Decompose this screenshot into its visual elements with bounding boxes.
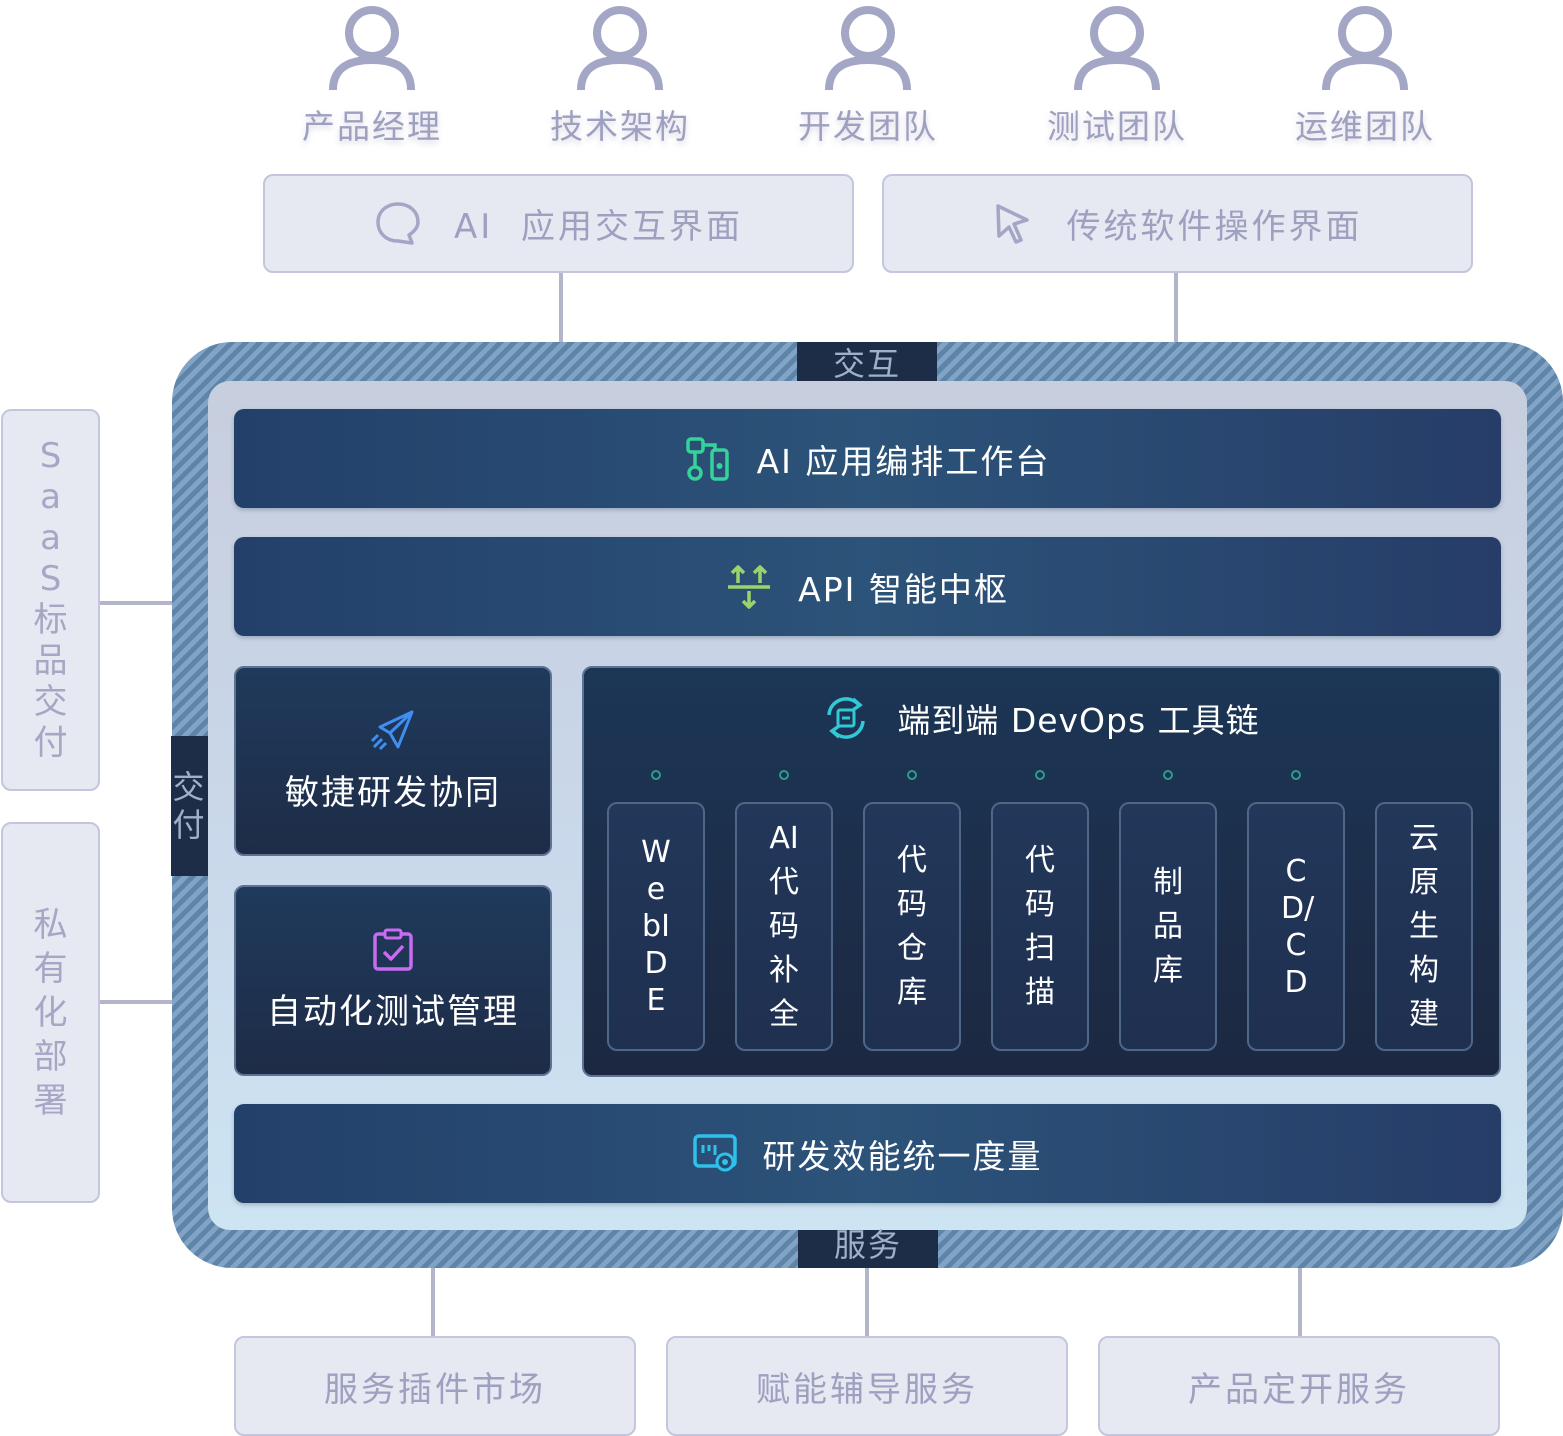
api-hub-arrows-icon — [728, 564, 771, 609]
dashboard-monitor-icon — [692, 1133, 737, 1171]
connector-line — [100, 1000, 172, 1004]
chat-bubble-icon — [376, 201, 420, 245]
service-plugin-market: 服务插件市场 — [234, 1336, 636, 1436]
card-label: 自动化测试管理 — [267, 992, 519, 1032]
tool-cloud-native-build: 云原生构建 — [1375, 802, 1473, 1051]
tool-label: WebIDE — [641, 835, 671, 1018]
traditional-interface-label: 传统软件操作界面 — [1066, 207, 1363, 247]
devops-title-label: 端到端 DevOps 工具链 — [897, 701, 1260, 740]
role-test-team: 测试团队 — [1027, 0, 1207, 150]
layer-api-hub: API 智能中枢 — [234, 537, 1501, 636]
role-product-manager: 产品经理 — [282, 0, 462, 150]
workflow-nodes-icon — [685, 436, 729, 481]
layer-efficiency-metrics: 研发效能统一度量 — [234, 1104, 1501, 1203]
tool-label: 云原生构建 — [1409, 820, 1439, 1032]
connector-line — [1174, 273, 1178, 343]
tool-code-repository: 代码仓库 — [863, 802, 961, 1051]
card-agile-collaboration: 敏捷研发协同 — [234, 666, 552, 856]
tool-label: CD/CD — [1281, 853, 1315, 1000]
tool-label: AI代码补全 — [769, 820, 799, 1032]
layer-ai-orchestration: AI 应用编排工作台 — [234, 409, 1501, 508]
layer-label: API 智能中枢 — [798, 569, 1009, 609]
tool-label: 代码扫描 — [1025, 842, 1055, 1010]
role-dev-team: 开发团队 — [778, 0, 958, 150]
private-deploy-box: 私有化部署 — [1, 822, 100, 1203]
tool-cicd: CD/CD — [1247, 802, 1345, 1051]
role-label: 开发团队 — [798, 107, 938, 146]
status-dot — [651, 770, 661, 780]
ai-interface-box: AI 应用交互界面 — [263, 174, 854, 273]
ai-interface-label: AI 应用交互界面 — [454, 207, 743, 247]
tag-interaction: 交互 — [797, 342, 937, 383]
card-automated-testing: 自动化测试管理 — [234, 885, 552, 1076]
status-dot — [1035, 770, 1045, 780]
connector-line — [431, 1268, 435, 1336]
private-deploy-label: 私有化部署 — [33, 904, 68, 1121]
traditional-interface-box: 传统软件操作界面 — [882, 174, 1473, 273]
tool-label: 制品库 — [1153, 864, 1183, 988]
person-icon — [329, 6, 415, 91]
tag-delivery: 交付 — [171, 736, 208, 876]
sync-cycle-icon — [827, 697, 866, 739]
saas-delivery-box: SaaS标品交付 — [1, 409, 100, 791]
role-label: 技术架构 — [550, 107, 690, 146]
person-icon — [1074, 6, 1160, 91]
connector-line — [100, 601, 172, 605]
person-icon — [1322, 6, 1408, 91]
connector-line — [865, 1268, 869, 1336]
role-label: 产品经理 — [302, 107, 442, 146]
tool-ai-code-completion: AI代码补全 — [735, 802, 833, 1051]
devops-title: 端到端 DevOps 工具链 — [584, 696, 1499, 740]
connector-line — [1298, 1268, 1302, 1336]
clipboard-check-icon — [373, 928, 413, 971]
tool-webide: WebIDE — [607, 802, 705, 1051]
tool-code-scanning: 代码扫描 — [991, 802, 1089, 1051]
layer-label: AI 应用编排工作台 — [756, 441, 1051, 481]
role-ops-team: 运维团队 — [1275, 0, 1455, 150]
service-custom-development: 产品定开服务 — [1098, 1336, 1500, 1436]
person-icon — [577, 6, 663, 91]
service-label: 产品定开服务 — [1188, 1369, 1410, 1410]
tag-service: 服务 — [798, 1229, 938, 1268]
connector-line — [559, 273, 563, 343]
role-label: 测试团队 — [1047, 107, 1187, 146]
service-label: 赋能辅导服务 — [756, 1369, 978, 1410]
tool-label: 代码仓库 — [897, 842, 927, 1010]
service-label: 服务插件市场 — [324, 1369, 546, 1410]
layer-label: 研发效能统一度量 — [762, 1136, 1043, 1176]
person-icon — [825, 6, 911, 91]
service-coaching: 赋能辅导服务 — [666, 1336, 1068, 1436]
status-dot — [779, 770, 789, 780]
status-dot — [1163, 770, 1173, 780]
tool-artifact-repository: 制品库 — [1119, 802, 1217, 1051]
paper-plane-icon — [370, 710, 414, 750]
status-dot — [907, 770, 917, 780]
status-dot — [1291, 770, 1301, 780]
cursor-pointer-icon — [995, 203, 1029, 244]
role-tech-architect: 技术架构 — [530, 0, 710, 150]
card-label: 敏捷研发协同 — [285, 772, 501, 813]
saas-delivery-label: SaaS标品交付 — [33, 436, 68, 763]
role-label: 运维团队 — [1295, 107, 1435, 146]
